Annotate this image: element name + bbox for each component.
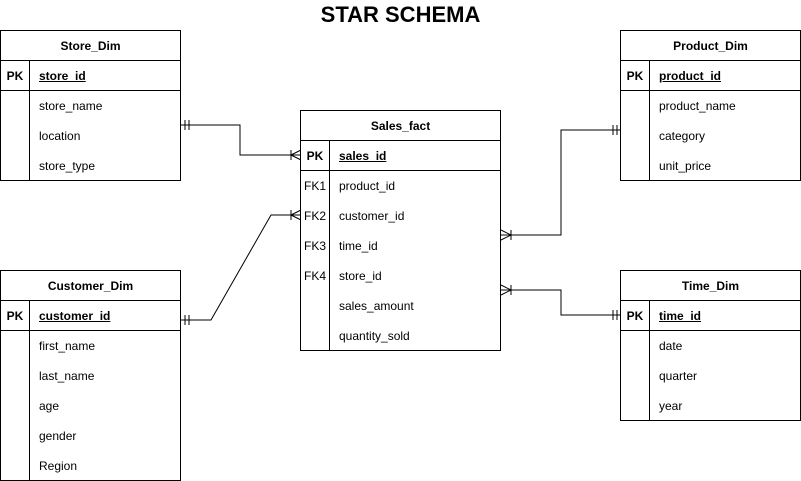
pk-field: time_id [659,309,702,323]
field-name: year [659,399,683,413]
pk-row: PK time_id [621,301,800,331]
field-row: sales_amount [301,291,500,321]
relationship-store-sales [181,120,302,161]
field-row: gender [1,421,180,451]
field-row: quarter [621,361,800,391]
field-name: category [659,129,706,143]
pk-row: PK sales_id [301,141,500,171]
entity-customer-dim[interactable]: Customer_Dim PK customer_id first_name l… [0,270,181,481]
field-name: age [39,399,60,413]
field-name: gender [39,429,77,443]
field-name: last_name [39,369,95,383]
pk-label: PK [301,141,330,170]
field-row: store_name [1,91,180,121]
field-row: last_name [1,361,180,391]
pk-row: PK store_id [1,61,180,91]
pk-label: PK [621,61,650,90]
field-name: first_name [39,339,96,353]
field-row: product_name [621,91,800,121]
pk-field: customer_id [39,309,111,323]
field-row: FK2 customer_id [301,201,500,231]
field-row: age [1,391,180,421]
field-name: product_name [659,99,736,113]
field-name: unit_price [659,159,712,173]
pk-field: sales_id [339,149,387,163]
relationship-customer-sales [181,209,302,325]
pk-label: PK [621,301,650,330]
field-row: location [1,121,180,151]
field-row: category [621,121,800,151]
fk-label: FK4 [301,261,330,291]
field-row: year [621,391,800,421]
pk-row: PK product_id [621,61,800,91]
field-name: quantity_sold [339,329,410,343]
field-row: unit_price [621,151,800,181]
pk-field: product_id [659,69,721,83]
entity-time-dim[interactable]: Time_Dim PK time_id date quarter year [620,270,801,421]
fk-label: FK3 [301,231,330,261]
entity-title: Sales_fact [301,111,500,141]
entity-sales-fact[interactable]: Sales_fact PK sales_id FK1 product_id FK2… [300,110,501,351]
entity-title: Time_Dim [621,271,800,301]
pk-field: store_id [39,69,86,83]
field-row: quantity_sold [301,321,500,351]
pk-label: PK [1,61,30,90]
pk-label: PK [1,301,30,330]
field-name: quarter [659,369,698,383]
field-name: customer_id [339,209,405,223]
relationship-time-sales [500,284,621,320]
field-name: Region [39,459,78,473]
entity-title: Customer_Dim [1,271,180,301]
field-row: FK3 time_id [301,231,500,261]
pk-row: PK customer_id [1,301,180,331]
field-name: time_id [339,239,378,253]
field-name: store_id [339,269,382,283]
diagram-title: STAR SCHEMA [320,2,481,27]
field-name: store_type [39,159,96,173]
field-row: Region [1,451,180,481]
field-name: sales_amount [339,299,414,313]
entity-title: Product_Dim [621,31,800,61]
field-row: FK4 store_id [301,261,500,291]
field-row: FK1 product_id [301,171,500,201]
entity-store-dim[interactable]: Store_Dim PK store_id store_name locatio… [0,30,181,181]
field-row: date [621,331,800,361]
fk-label: FK1 [301,171,330,201]
entity-title: Store_Dim [1,31,180,61]
field-name: date [659,339,683,353]
field-name: location [39,129,81,143]
fk-label: FK2 [301,201,330,231]
field-name: store_name [39,99,103,113]
field-name: product_id [339,179,396,193]
entity-product-dim[interactable]: Product_Dim PK product_id product_name c… [620,30,801,181]
field-row: store_type [1,151,180,181]
relationship-product-sales [500,125,621,241]
field-row: first_name [1,331,180,361]
